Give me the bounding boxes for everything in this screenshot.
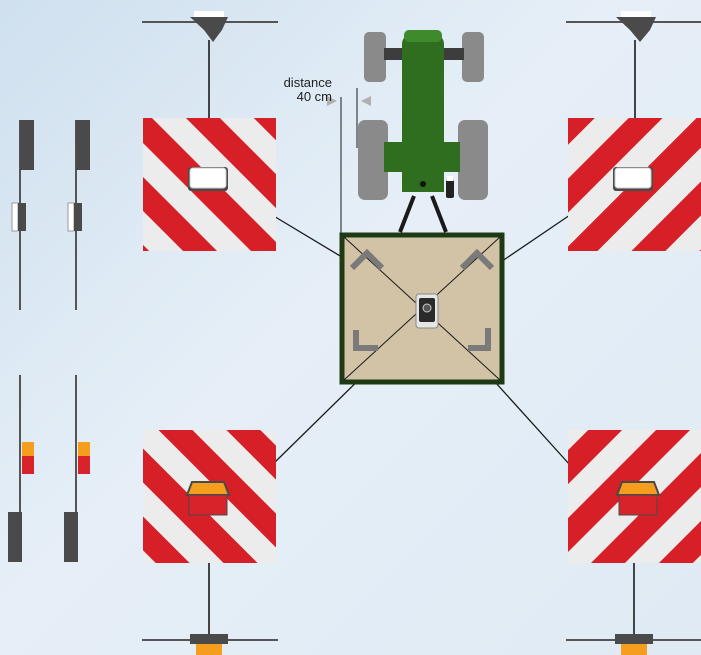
sign-bottom-left (143, 430, 276, 563)
side-profile-lower-left (8, 375, 90, 562)
distance-marker (327, 88, 371, 236)
distance-value: 40 cm (296, 89, 332, 104)
sign-bottom-right (568, 430, 701, 563)
side-profile-upper-left (11, 120, 90, 310)
distance-label: distance 40 cm (272, 76, 332, 104)
sign-top-right (568, 118, 701, 251)
mount-bottom-right (566, 563, 701, 655)
distance-title: distance (283, 75, 332, 90)
central-panel (339, 232, 505, 385)
mount-top-right (566, 11, 701, 118)
camera-icon (415, 293, 439, 329)
mount-bottom-left (142, 563, 278, 655)
sign-top-left (143, 118, 276, 251)
tractor-icon (358, 30, 488, 233)
mount-top-left (142, 11, 278, 118)
